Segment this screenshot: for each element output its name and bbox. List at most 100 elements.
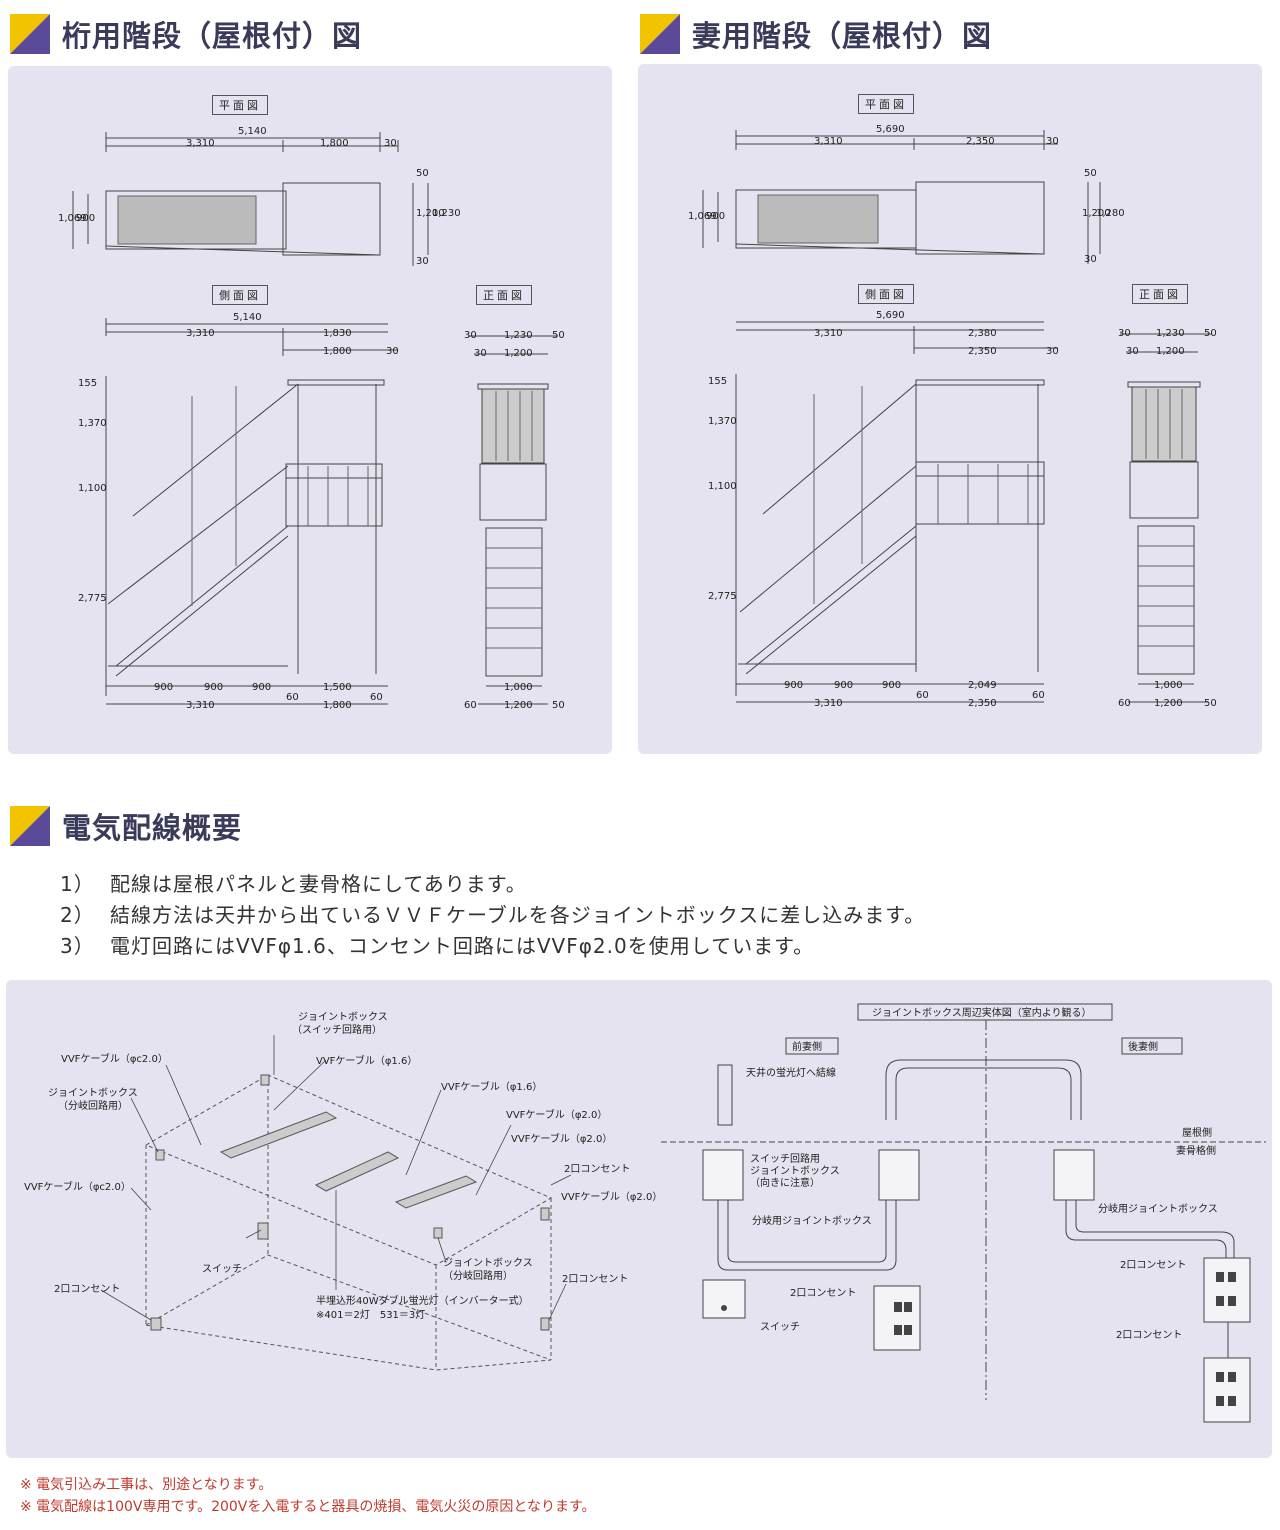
girder-stair-drawing-panel: 平面図 側面図 正面図	[8, 66, 612, 754]
label-vvf-c20-b: VVFケーブル（φc2.0）	[24, 1180, 131, 1193]
label-jb-switch-sub: （スイッチ回路用）	[292, 1023, 382, 1036]
dim-text: 1,800	[323, 700, 352, 711]
rear-gable-label: 後妻側	[1128, 1040, 1158, 1053]
dim-text: 1,830	[323, 328, 352, 339]
label-vvf-c20: VVFケーブル（φc2.0）	[61, 1052, 168, 1065]
wiring-note-1: 1） 配線は屋根パネルと妻骨格にしてあります。	[60, 868, 527, 897]
note-text: 配線は屋根パネルと妻骨格にしてあります。	[110, 872, 527, 896]
jb-detail-title: ジョイントボックス周辺実体図（室内より観る）	[872, 1006, 1092, 1019]
dim-text: 2,350	[968, 346, 997, 357]
label-vvf-20-c: VVFケーブル（φ2.0）	[561, 1190, 662, 1203]
dim-text: 60	[370, 692, 383, 703]
gable-stair-drawing-panel: 平面図 側面図 正面図	[638, 64, 1262, 754]
dim-text: 5,690	[876, 124, 905, 135]
dim-text: 50	[1204, 698, 1217, 709]
dim-text: 3,310	[186, 328, 215, 339]
dim-text: 30	[1126, 346, 1139, 357]
side-view-tag: 側面図	[212, 285, 268, 305]
label-jb-branch-sub: （分岐回路用）	[58, 1099, 128, 1112]
gable-stair-drawing: 5,690 3,310 2,350 30 1,069 900 50 1,200 …	[688, 124, 1217, 709]
dim-text: 1,800	[323, 346, 352, 357]
dim-text: 60	[1118, 698, 1131, 709]
dim-text: 155	[708, 376, 727, 387]
dim-text: 900	[882, 680, 901, 691]
label-branch-jb: 分岐用ジョイントボックス	[752, 1214, 872, 1227]
dim-text: 30	[464, 330, 477, 341]
section-marker-icon	[10, 806, 50, 846]
dim-text: 5,140	[233, 312, 262, 323]
note-number: 1）	[60, 872, 95, 896]
section-header-girder-stair: 桁用階段（屋根付）図	[10, 14, 362, 54]
dim-text: 2,049	[968, 680, 997, 691]
dim-text: 1,800	[320, 138, 349, 149]
dim-text: 5,140	[238, 126, 267, 137]
dim-text: 900	[154, 682, 173, 693]
label-light-note: ※401＝2灯 531＝3灯	[316, 1309, 425, 1321]
dim-text: 900	[784, 680, 803, 691]
dim-text: 1,000	[504, 682, 533, 693]
dim-text: 50	[552, 330, 565, 341]
dim-text: 1,370	[708, 416, 737, 427]
dim-text: 3,310	[186, 138, 215, 149]
label-vvf-20-b: VVFケーブル（φ2.0）	[511, 1132, 612, 1145]
label-vvf-20: VVFケーブル（φ2.0）	[506, 1108, 607, 1121]
dim-text: 3,310	[814, 328, 843, 339]
wiring-note-2: 2）結線方法は天井から出ているＶＶＦケーブルを各ジョイントボックスに差し込みます…	[60, 899, 925, 928]
label-branch-jb-rear: 分岐用ジョイントボックス	[1098, 1202, 1218, 1215]
dim-text: 900	[204, 682, 223, 693]
dim-text: 2,380	[968, 328, 997, 339]
dim-text: 900	[76, 213, 95, 224]
dim-text: 900	[834, 680, 853, 691]
front-view-tag: 正面図	[476, 285, 532, 305]
dim-text: 50	[552, 700, 565, 711]
jb-detail-title-box	[857, 1003, 1113, 1021]
label-jb-branch: ジョイントボックス	[48, 1087, 138, 1099]
dim-text: 1,200	[504, 700, 533, 711]
dim-text: 30	[1046, 136, 1059, 147]
dim-text: 1,230	[504, 330, 533, 341]
front-view-tag: 正面図	[1132, 284, 1188, 304]
label-switch: スイッチ	[202, 1263, 242, 1275]
dim-text: 2,775	[708, 591, 737, 602]
label-light: 半埋込形40Wダブル蛍光灯（インバーター式）	[316, 1294, 529, 1307]
dim-text: 60	[916, 690, 929, 701]
section-header-electric-wiring: 電気配線概要	[10, 806, 242, 846]
dim-text: 2,775	[78, 593, 107, 604]
dim-text: 60	[1032, 690, 1045, 701]
dim-text: 2,350	[966, 136, 995, 147]
label-outlet-r2: 2口コンセント	[1116, 1329, 1182, 1341]
note-number: 3）	[60, 934, 95, 958]
dim-text: 1,230	[432, 208, 461, 219]
section-title: 妻用階段（屋根付）図	[692, 19, 993, 53]
rear-gable-tag-box	[1121, 1037, 1183, 1055]
note-number: 2）	[60, 903, 95, 927]
dim-text: 1,200	[1156, 346, 1185, 357]
dim-text: 50	[1204, 328, 1217, 339]
dim-text: 3,310	[814, 698, 843, 709]
dim-text: 1,100	[78, 483, 107, 494]
label-jb-branch-b: ジョイントボックス	[443, 1257, 533, 1269]
label-ceiling: 天井の蛍光灯へ結線	[746, 1066, 836, 1079]
dim-text: 1,200	[504, 348, 533, 359]
dim-text: 30	[384, 138, 397, 149]
wiring-diagram-panel: ジョイントボックス （スイッチ回路用） VVFケーブル（φc2.0） VVFケー…	[6, 980, 1272, 1458]
section-title: 電気配線概要	[62, 811, 243, 845]
dim-text: 1,069	[688, 211, 717, 222]
dim-text: 1,069	[58, 213, 87, 224]
front-gable-label: 前妻側	[792, 1040, 822, 1053]
wiring-diagram: ジョイントボックス （スイッチ回路用） VVFケーブル（φc2.0） VVFケー…	[24, 1003, 1266, 1423]
label-vvf-16: VVFケーブル（φ1.6）	[316, 1054, 417, 1067]
section-header-gable-stair: 妻用階段（屋根付）図	[640, 14, 992, 54]
dim-text: 5,690	[876, 310, 905, 321]
dim-text: 900	[706, 211, 725, 222]
label-vvf-16-b: VVFケーブル（φ1.6）	[441, 1080, 542, 1093]
label-jb-branch-b-sub: （分岐回路用）	[443, 1269, 513, 1282]
dim-text: 60	[464, 700, 477, 711]
label-outlet-c: 2口コンセント	[54, 1283, 120, 1295]
dim-text: 1,280	[1096, 208, 1125, 219]
label-sw-jb: スイッチ回路用	[750, 1152, 820, 1165]
dim-text: 3,310	[186, 700, 215, 711]
section-marker-icon	[640, 14, 680, 54]
dim-text: 30	[474, 348, 487, 359]
label-outlet-b: 2口コンセント	[562, 1273, 628, 1285]
